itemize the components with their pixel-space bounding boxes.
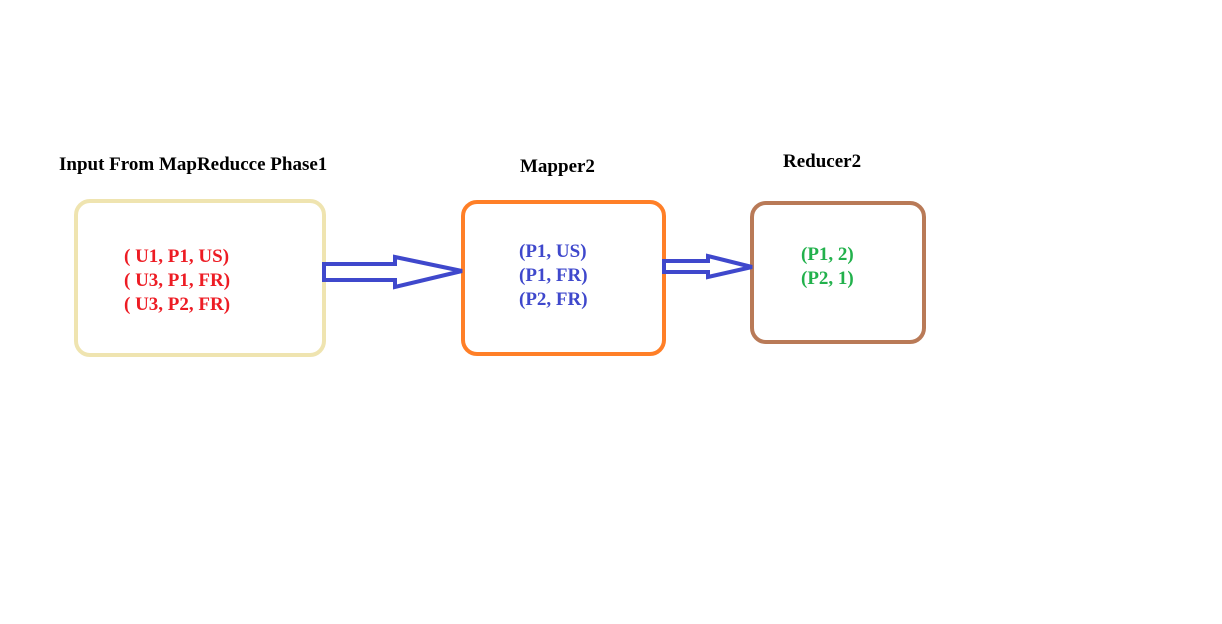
mapper-stage-title: Mapper2 [520,156,595,177]
input-record: ( U1, P1, US) [124,246,230,267]
mapper-records: (P1, US) (P1, FR) (P2, FR) [519,240,588,312]
reducer-record: (P1, 2) [801,244,854,265]
mapper-to-reducer-arrow [662,253,753,280]
input-stage-title: Input From MapReducce Phase1 [59,154,328,175]
mapper-record: (P2, FR) [519,289,588,310]
input-records: ( U1, P1, US) ( U3, P1, FR) ( U3, P2, FR… [124,245,230,317]
reducer-records: (P1, 2) (P2, 1) [801,243,854,291]
input-box [74,199,326,357]
reducer-stage-title: Reducer2 [783,151,862,172]
input-to-mapper-arrow [322,254,463,290]
reducer-record: (P2, 1) [801,268,854,289]
mapper-record: (P1, US) [519,241,587,262]
mapper-box [461,200,666,356]
mapper-record: (P1, FR) [519,265,588,286]
input-record: ( U3, P1, FR) [124,270,231,291]
input-record: ( U3, P2, FR) [124,294,231,315]
